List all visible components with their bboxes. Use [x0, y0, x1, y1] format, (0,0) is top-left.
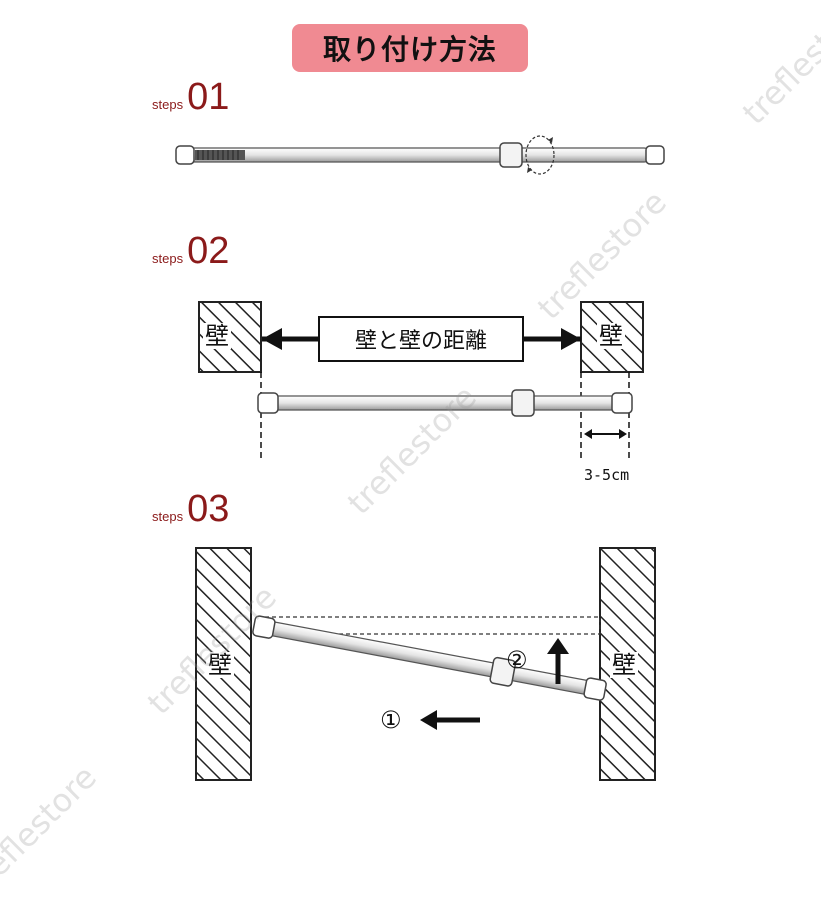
step-label: steps [152, 251, 184, 266]
step-number: 02 [187, 230, 230, 272]
wall-label-left: 壁 [203, 322, 231, 350]
step-01-rod [175, 135, 665, 175]
step-03-heading: steps 03 [152, 490, 229, 528]
marker-1: ① [380, 706, 402, 734]
wall-label-left: 壁 [206, 651, 234, 679]
marker-2: ② [506, 646, 528, 674]
page-title: 取り付け方法 [292, 24, 528, 72]
step-number: 01 [187, 76, 230, 118]
distance-label: 壁と壁の距離 [318, 316, 524, 362]
installation-diagram [175, 135, 665, 781]
step-02-heading: steps 02 [152, 232, 229, 270]
measurement-label: 3-5cm [584, 466, 630, 484]
wall-label-right: 壁 [610, 651, 638, 679]
step-number: 03 [187, 488, 230, 530]
wall-label-right: 壁 [597, 322, 625, 350]
step-label: steps [152, 509, 184, 524]
step-03-figure [195, 547, 656, 781]
step-label: steps [152, 97, 184, 112]
step-01-heading: steps 01 [152, 78, 229, 116]
